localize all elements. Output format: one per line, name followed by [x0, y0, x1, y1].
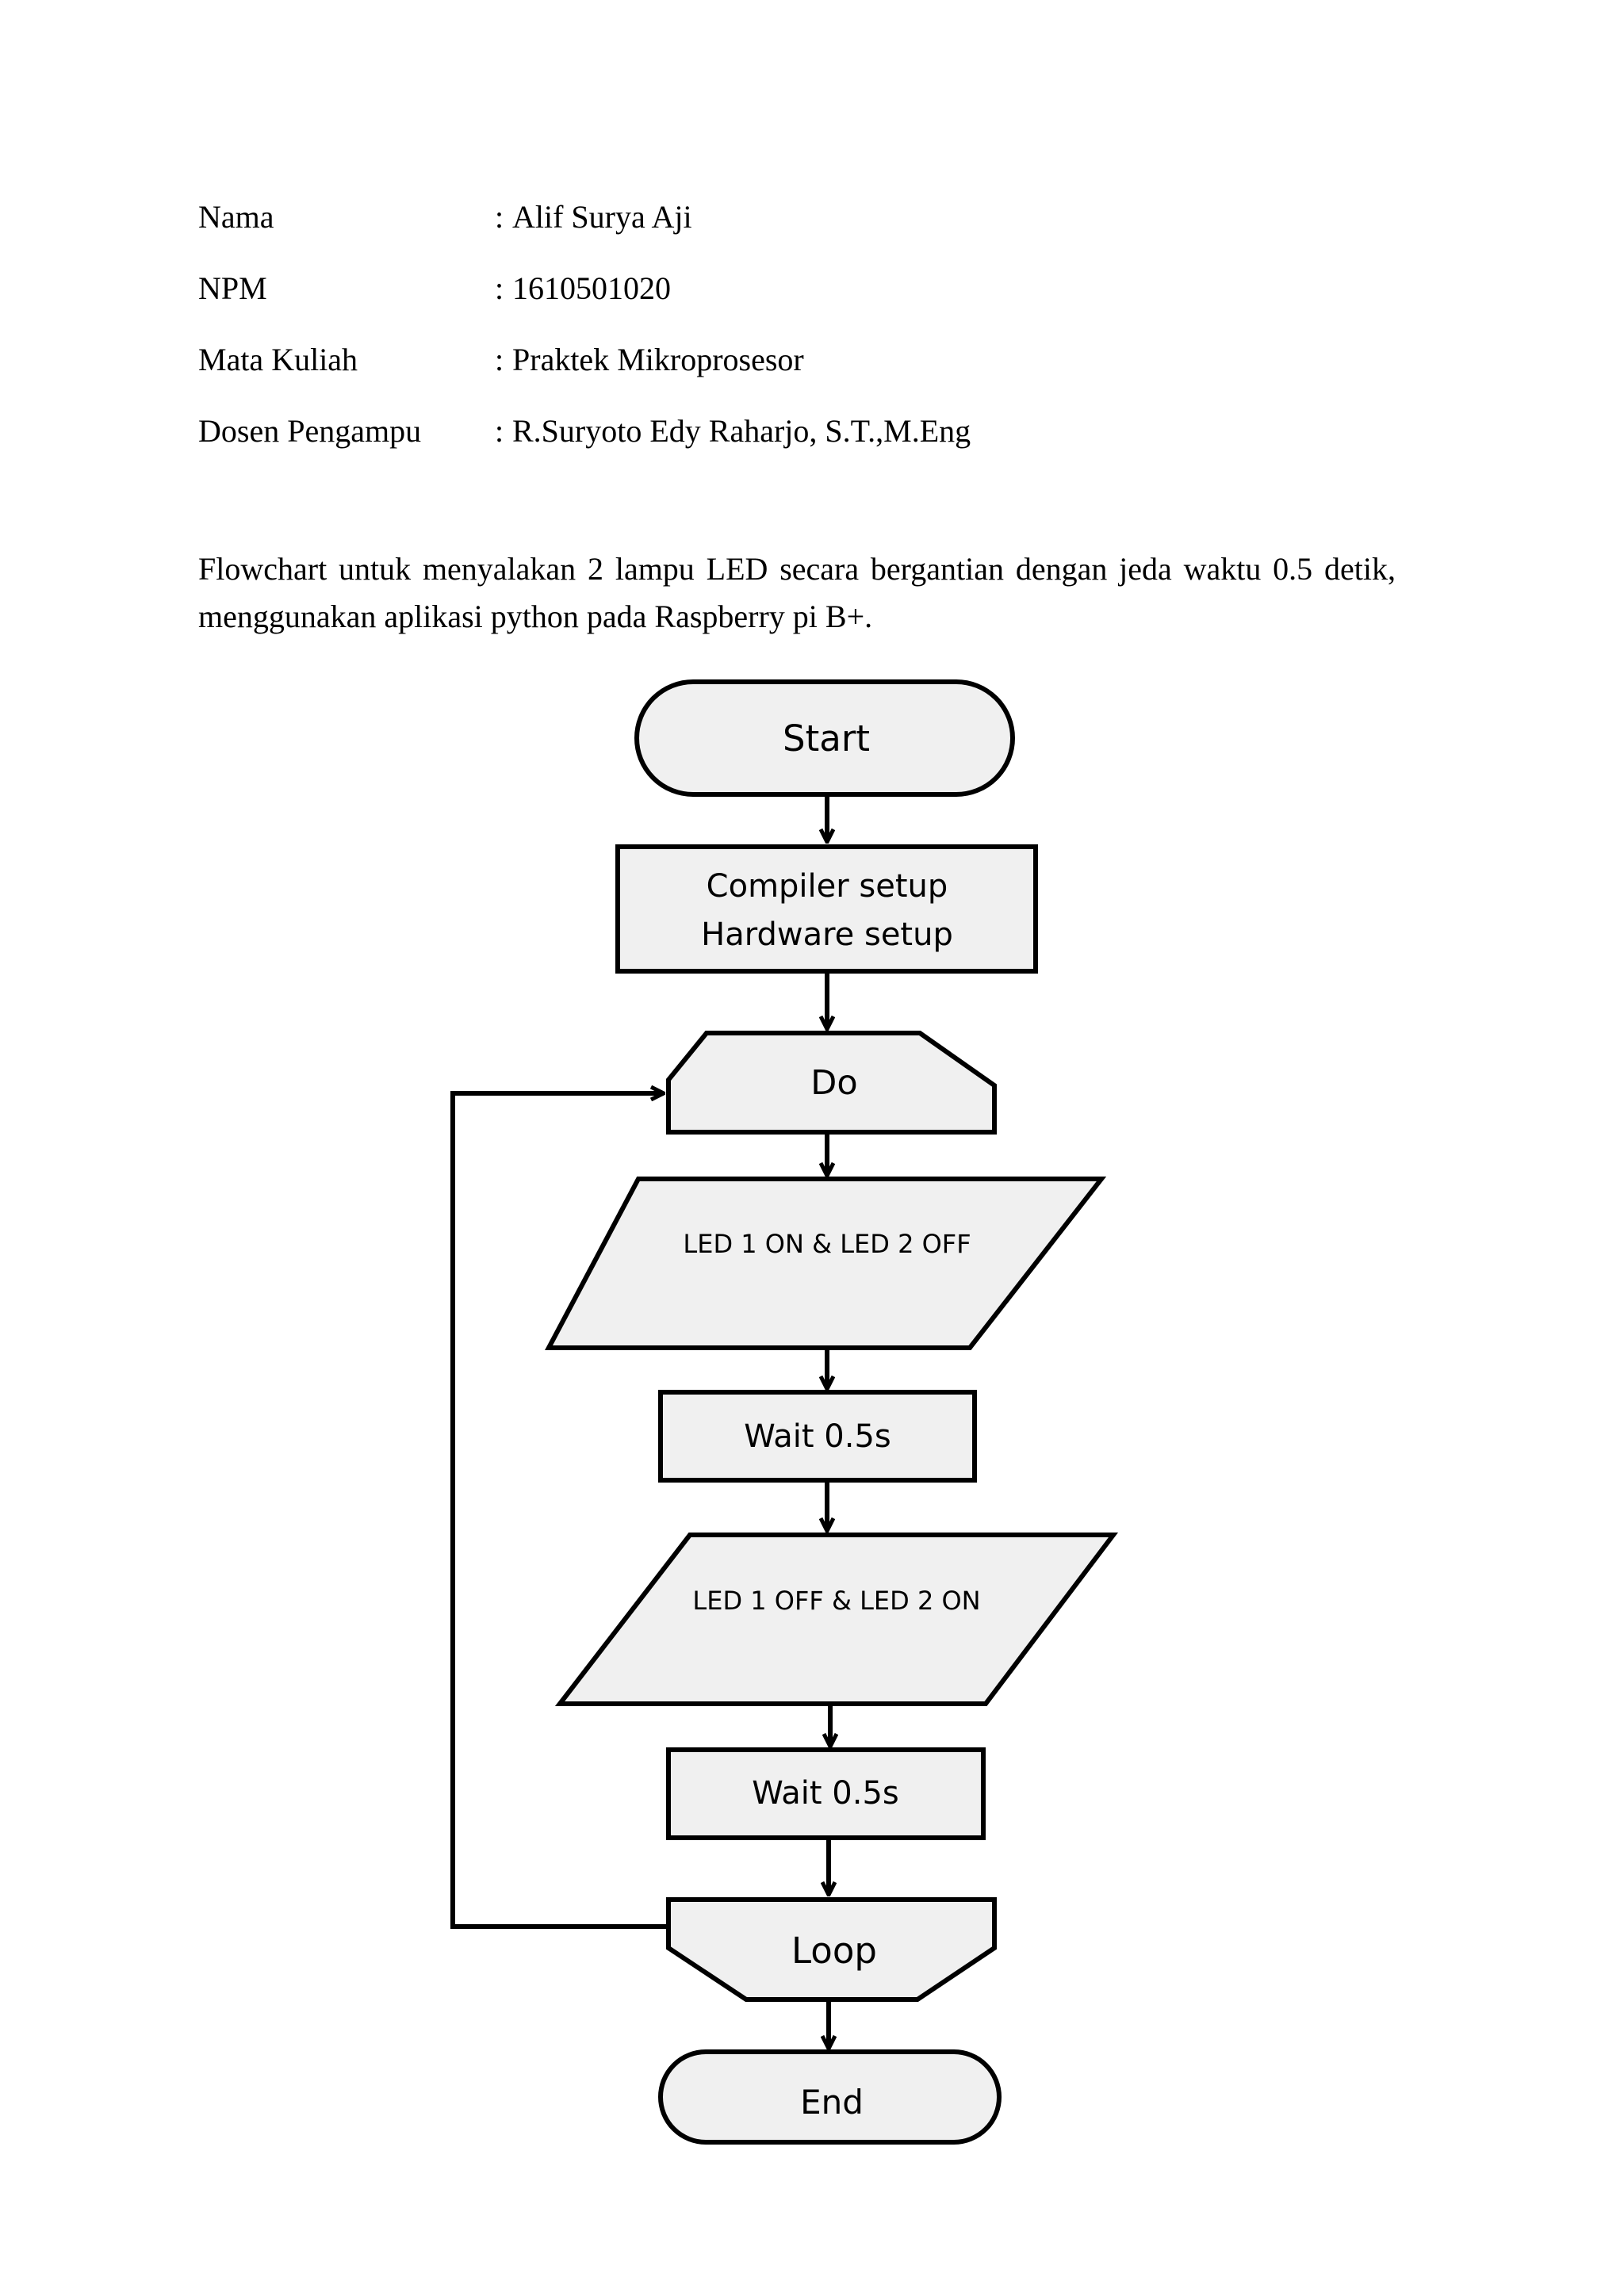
info-value: R.Suryoto Edy Raharjo, S.T.,M.Eng — [512, 413, 971, 449]
info-separator: : — [495, 413, 504, 449]
start-label: Start — [783, 718, 870, 760]
arrow-loop-back-to-do — [450, 1093, 674, 1929]
info-label: Dosen Pengampu — [198, 413, 422, 449]
info-value: 1610501020 — [512, 270, 671, 306]
do-loop-start — [666, 1031, 997, 1135]
loop-label: Loop — [791, 1930, 877, 1972]
led-on-io — [545, 1177, 1107, 1350]
info-label: Mata Kuliah — [198, 342, 358, 377]
info-separator: : — [495, 199, 504, 235]
wait1-label: Wait 0.5s — [744, 1418, 891, 1455]
end-terminal — [658, 2049, 1002, 2145]
info-value: Praktek Mikroprosesor — [512, 342, 804, 377]
start-terminal — [634, 679, 1015, 797]
info-label: Nama — [198, 199, 274, 235]
setup-process — [615, 844, 1038, 974]
description-paragraph: Flowchart untuk menyalakan 2 lampu LED s… — [198, 551, 1396, 634]
setup-label-line2: Hardware setup — [701, 916, 953, 953]
led-on-label: LED 1 ON & LED 2 OFF — [683, 1229, 971, 1259]
wait2-process — [666, 1747, 986, 1840]
led-off-io — [554, 1533, 1119, 1706]
setup-label-line1: Compiler setup — [707, 868, 948, 905]
info-label: NPM — [198, 270, 267, 306]
wait1-process — [658, 1390, 977, 1483]
loop-end — [666, 1897, 997, 2002]
info-separator: : — [495, 342, 504, 377]
info-value: Alif Surya Aji — [512, 199, 692, 235]
end-label: End — [800, 2083, 864, 2122]
led-off-label: LED 1 OFF & LED 2 ON — [692, 1586, 980, 1616]
do-label: Do — [810, 1063, 857, 1103]
wait2-label: Wait 0.5s — [752, 1775, 898, 1812]
info-separator: : — [495, 270, 504, 306]
